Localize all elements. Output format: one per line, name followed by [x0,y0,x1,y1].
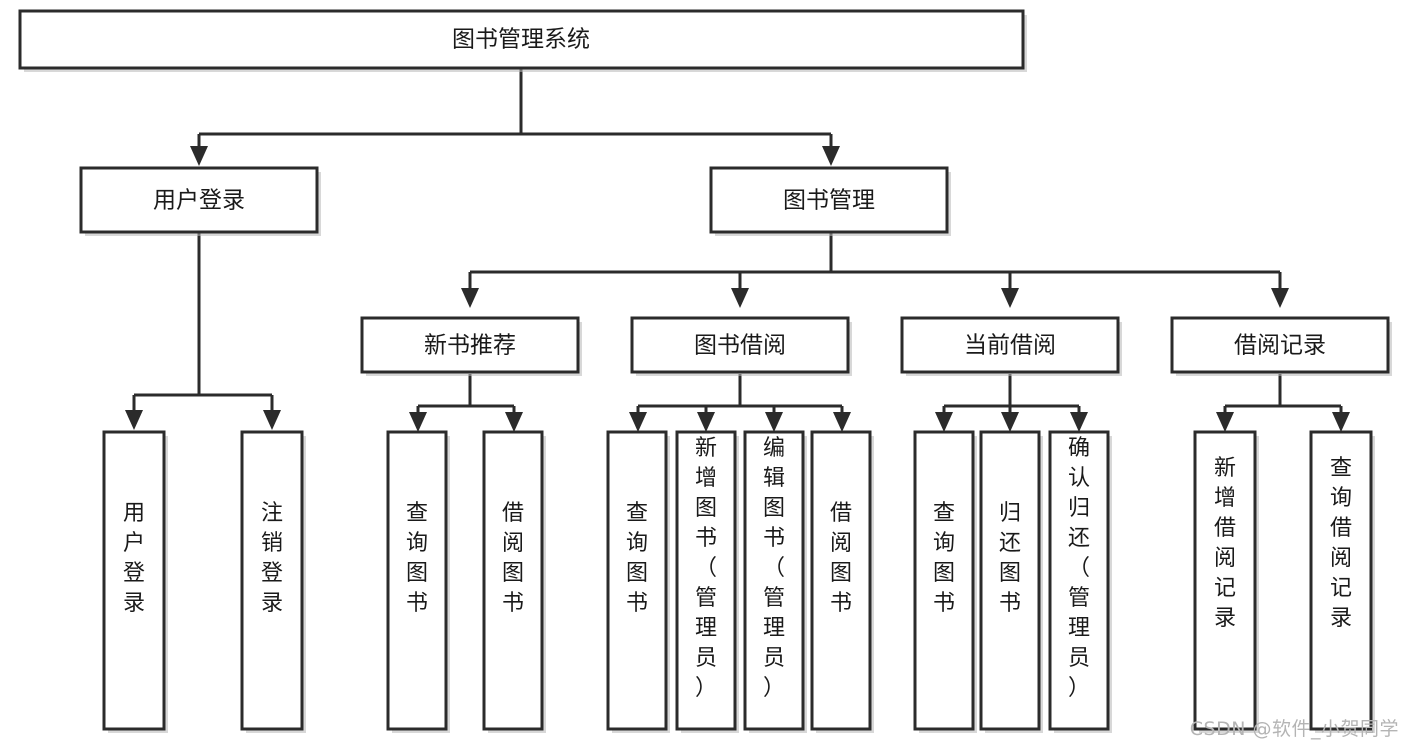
node-leaf1-label: 用户登录 [123,501,145,616]
edge-group-current-to-leaves [935,374,1088,432]
node-leaf10-label: 归还图书 [999,501,1021,616]
arrow-to-leaf7 [765,412,783,432]
node-current-label: 当前借阅 [964,333,1056,359]
arrow-to-leaf3 [409,412,427,432]
arrow-to-leaf10 [1001,412,1019,432]
node-root[interactable]: 图书管理系统 [18,9,1027,72]
node-bookmgmt[interactable]: 图书管理 [709,166,951,236]
node-leaf2[interactable]: 注销登录 [240,430,306,733]
node-leaf6-label: 新增图书（管理员） [695,436,717,701]
arrow-to-leaf6 [697,412,715,432]
node-leaf8[interactable]: 借阅图书 [810,430,874,733]
arrow-to-leaf13 [1332,412,1350,432]
edge-group-borrow-to-leaves [629,374,851,432]
node-leaf11-label: 确认归还（管理员） [1068,436,1090,701]
node-leaf6[interactable]: 新增图书（管理员） [675,430,739,733]
edge-group-bookmgmt-to-level3 [461,232,1289,308]
node-leaf4[interactable]: 借阅图书 [482,430,546,733]
arrow-to-leaf12 [1216,412,1234,432]
node-leaf7[interactable]: 编辑图书（管理员） [743,430,807,733]
node-newbook[interactable]: 新书推荐 [360,316,582,376]
arrow-to-leaf8 [833,412,851,432]
arrow-to-login [190,146,208,166]
node-leaf9[interactable]: 查询图书 [913,430,977,733]
node-leaf12-label: 新增借阅记录 [1214,456,1236,631]
node-leaf3[interactable]: 查询图书 [386,430,450,733]
node-leaf13[interactable]: 查询借阅记录 [1309,430,1375,733]
arrow-to-leaf9 [935,412,953,432]
node-leaf2-label: 注销登录 [261,501,283,616]
arrow-to-record [1271,288,1289,308]
node-leaf9-label: 查询图书 [933,501,955,616]
edge-group-login-to-leaves [125,232,281,430]
arrow-to-newbook [461,288,479,308]
node-borrow[interactable]: 图书借阅 [630,316,852,376]
node-leaf1[interactable]: 用户登录 [102,430,168,733]
node-leaf7-label: 编辑图书（管理员） [763,436,785,701]
node-borrow-label: 图书借阅 [694,333,786,359]
node-record[interactable]: 借阅记录 [1170,316,1392,376]
arrow-to-bookmgmt [822,146,840,166]
node-leaf13-label: 查询借阅记录 [1330,456,1352,631]
arrow-to-leaf5 [629,412,647,432]
arrow-to-leaf4 [505,412,523,432]
edge-group-newbook-to-leaves [409,374,523,432]
edge-group-root-to-level2 [190,68,840,166]
node-leaf10[interactable]: 归还图书 [979,430,1043,733]
node-leaf8-label: 借阅图书 [830,501,852,616]
arrow-to-leaf11 [1070,412,1088,432]
node-newbook-label: 新书推荐 [424,333,516,359]
node-leaf3-label: 查询图书 [406,501,428,616]
arrow-to-leaf1 [125,410,143,430]
node-leaf12[interactable]: 新增借阅记录 [1193,430,1259,733]
node-login-label: 用户登录 [153,188,245,214]
node-leaf5-label: 查询图书 [626,501,648,616]
node-record-label: 借阅记录 [1234,333,1326,359]
node-current[interactable]: 当前借阅 [900,316,1122,376]
arrow-to-current [1001,288,1019,308]
node-login[interactable]: 用户登录 [79,166,321,236]
arrow-to-leaf2 [263,410,281,430]
node-leaf4-label: 借阅图书 [502,501,524,616]
node-root-label: 图书管理系统 [452,27,590,53]
node-bookmgmt-label: 图书管理 [783,188,875,214]
node-leaf5[interactable]: 查询图书 [606,430,670,733]
arrow-to-borrow [731,288,749,308]
node-leaf11[interactable]: 确认归还（管理员） [1048,430,1112,733]
edge-group-record-to-leaves [1216,374,1350,432]
